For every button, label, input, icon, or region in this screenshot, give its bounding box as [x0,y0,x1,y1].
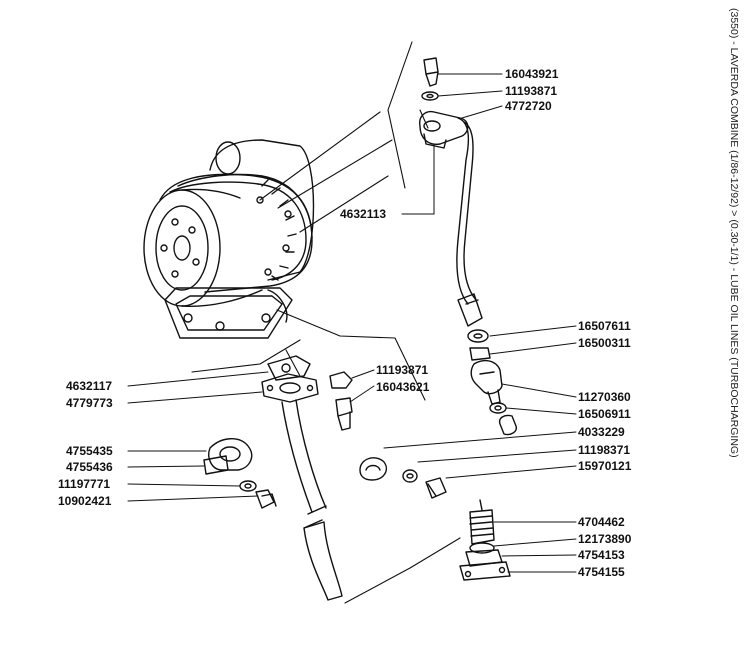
part-label-12173890: 12173890 [578,532,632,546]
guide-lines [191,41,461,604]
part-label-4779773: 4779773 [66,396,113,410]
part-label-4632113: 4632113 [340,207,387,221]
part-label-16507611: 16507611 [578,319,631,333]
part-label-10902421: 10902421 [58,494,112,508]
part-label-4632117: 4632117 [66,379,113,393]
part-label-4754153: 4754153 [578,548,625,562]
part-label-16043621: 16043621 [376,380,430,394]
part-label-16506911: 16506911 [578,407,631,421]
part-label-16043921: 16043921 [505,67,559,81]
part-label-4772720: 4772720 [505,99,552,113]
fitting-stack-drawing [467,329,517,436]
diagram-title: (3550) - LAVERDA COMBINE (1/86-12/92) > … [728,8,740,458]
part-label-11270360: 11270360 [578,390,631,404]
part-label-11198371: 11198371 [578,443,631,457]
part-label-4755435: 4755435 [66,444,113,458]
leader-lines [127,73,577,573]
part-label-11193871-mid: 11193871 [376,363,429,377]
oil-feed-pipe-drawing [419,57,483,327]
part-label-16500311: 16500311 [578,336,631,350]
part-label-15970121: 15970121 [578,459,632,473]
part-label-4704462: 4704462 [578,515,625,529]
part-label-11197771: 11197771 [58,477,111,491]
turbocharger-drawing [143,139,315,339]
part-label-11193871-top: 11193871 [505,84,558,98]
diagram-title-vertical: (3550) - LAVERDA COMBINE (1/86-12/92) > … [726,8,742,638]
part-label-4754155: 4754155 [578,565,625,579]
part-label-4033229: 4033229 [578,425,625,439]
lower-right-drawing [359,457,511,581]
drain-pipe-drawing [261,355,353,601]
part-label-4755436: 4755436 [66,460,113,474]
